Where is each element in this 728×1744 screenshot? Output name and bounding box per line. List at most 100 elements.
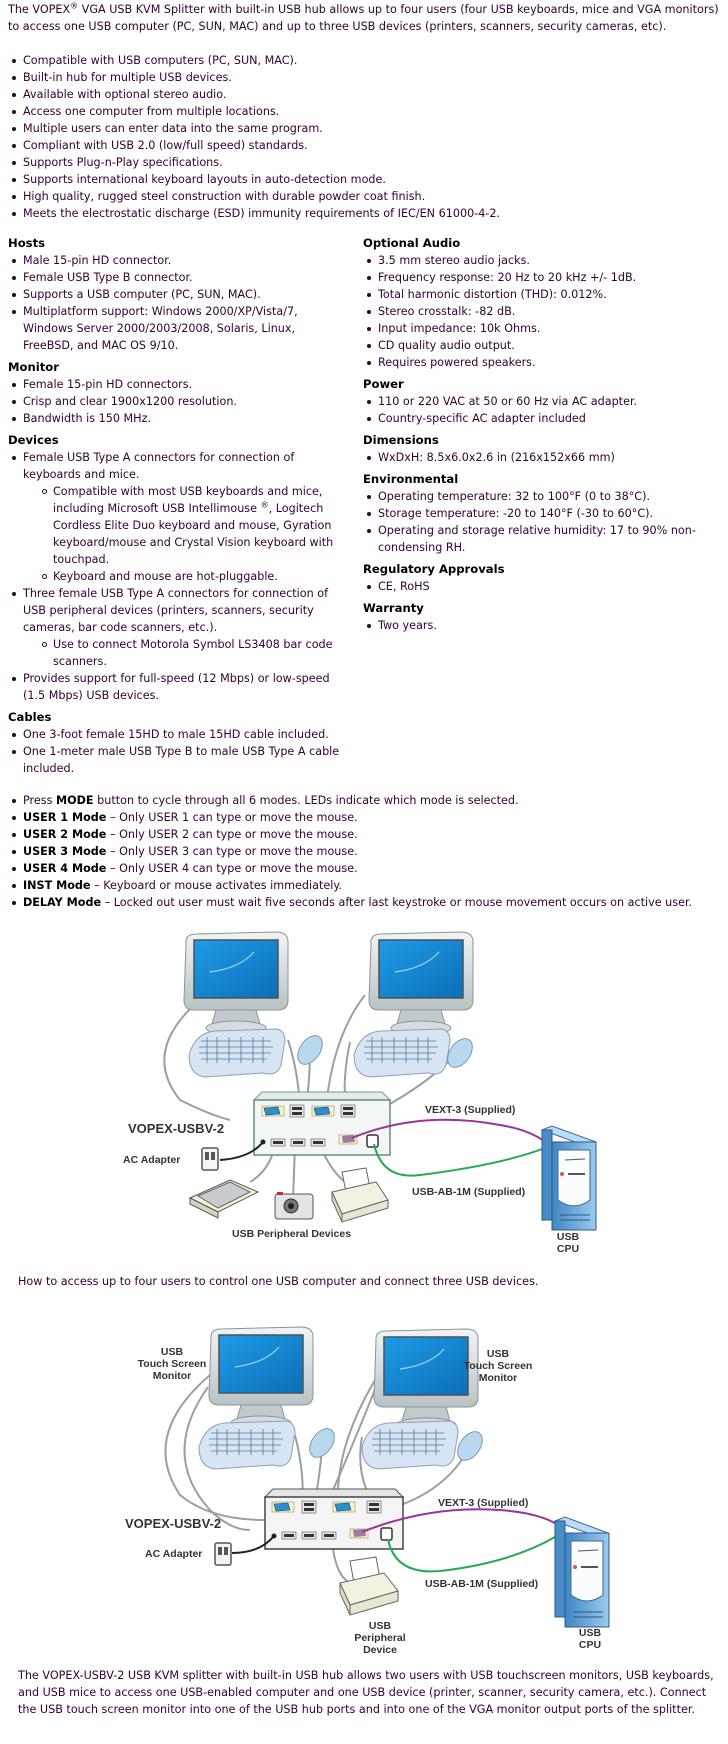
- spec-group-warranty: Warranty Two years.: [363, 600, 721, 634]
- registered-mark: ®: [70, 1, 79, 11]
- mode-name: INST Mode: [23, 879, 91, 892]
- spec-subitem: Keyboard and mouse are hot-pluggable.: [38, 568, 348, 585]
- spec-heading: Cables: [8, 710, 52, 724]
- spec-subitem-text: , Logitech Cordless Elite Duo keyboard a…: [53, 502, 334, 566]
- feature-item: Compatible with USB computers (PC, SUN, …: [8, 52, 720, 69]
- spec-heading: Hosts: [8, 236, 46, 250]
- ac-adapter-icon: [201, 1147, 219, 1171]
- spec-item: Three female USB Type A connectors for c…: [8, 585, 348, 670]
- spec-heading: Optional Audio: [363, 236, 461, 250]
- final-paragraph: The VOPEX-USBV-2 USB KVM splitter with b…: [18, 1669, 714, 1716]
- spec-item: CD quality audio output.: [363, 337, 721, 354]
- feature-item: Supports international keyboard layouts …: [8, 171, 720, 188]
- spec-item: 3.5 mm stereo audio jacks.: [363, 252, 721, 269]
- feature-item: High quality, rugged steel construction …: [8, 188, 720, 205]
- cpu-label-line2: CPU: [557, 1243, 579, 1255]
- spec-group-monitor: Monitor Female 15-pin HD connectors. Cri…: [8, 359, 348, 427]
- cpu-tower-icon: [540, 1125, 598, 1231]
- spec-item: Total harmonic distortion (THD): 0.012%.: [363, 286, 721, 303]
- feature-item: Compliant with USB 2.0 (low/full speed) …: [8, 137, 720, 154]
- monitor-right-label-line2: Touch Screen: [464, 1360, 533, 1372]
- spec-item-text: Three female USB Type A connectors for c…: [23, 587, 329, 634]
- mode-name: USER 4 Mode: [23, 862, 107, 875]
- spec-item: Supports a USB computer (PC, SUN, MAC).: [8, 286, 348, 303]
- intro-brand: The VOPEX: [8, 3, 71, 16]
- camera-icon: [274, 1192, 314, 1220]
- spec-item: Female USB Type A connectors for connect…: [8, 449, 348, 585]
- mode-intro-text: Press: [23, 794, 56, 807]
- scanner-icon: [188, 1179, 260, 1219]
- peripheral-label-line1: USB: [369, 1620, 392, 1632]
- feature-item: Supports Plug-n-Play specifications.: [8, 154, 720, 171]
- spec-item: Female 15-pin HD connectors.: [8, 376, 348, 393]
- usb-ab-cable: [373, 1143, 546, 1177]
- mode-item: USER 2 Mode – Only USER 2 can type or mo…: [8, 826, 720, 843]
- feature-item: Built-in hub for multiple USB devices.: [8, 69, 720, 86]
- spec-item: Two years.: [363, 617, 721, 634]
- mode-name: DELAY Mode: [23, 896, 102, 909]
- diagram-touchscreen: USB Touch Screen Monitor USB Touch Scree…: [125, 1326, 610, 1656]
- usb-ab-label: USB-AB-1M (Supplied): [425, 1578, 538, 1590]
- peripheral-label-line2: Peripheral: [354, 1632, 405, 1644]
- intro-paragraph: The VOPEX® VGA USB KVM Splitter with bui…: [8, 1, 720, 35]
- monitor-icon: [183, 931, 289, 1036]
- vext-cable: [361, 1508, 559, 1533]
- mode-item: USER 1 Mode – Only USER 1 can type or mo…: [8, 809, 720, 826]
- spec-group-devices: Devices Female USB Type A connectors for…: [8, 432, 348, 704]
- spec-item: Bandwidth is 150 MHz.: [8, 410, 348, 427]
- vext-label: VEXT-3 (Supplied): [438, 1497, 528, 1509]
- mode-button-name: MODE: [56, 794, 94, 807]
- intro-text: VGA USB KVM Splitter with built-in USB h…: [8, 3, 719, 33]
- spec-item: CE, RoHS: [363, 578, 721, 595]
- spec-item: Female USB Type B connector.: [8, 269, 348, 286]
- touch-monitor-icon: [208, 1326, 314, 1431]
- feature-list: Compatible with USB computers (PC, SUN, …: [8, 52, 720, 222]
- ac-adapter-label: AC Adapter: [145, 1548, 202, 1560]
- spec-subitem-text: Compatible with most USB keyboards and m…: [53, 485, 323, 515]
- mode-item: DELAY Mode – Locked out user must wait f…: [8, 894, 720, 911]
- spec-heading: Warranty: [363, 601, 424, 615]
- spec-item: Operating temperature: 32 to 100°F (0 to…: [363, 488, 721, 505]
- feature-item: Multiple users can enter data into the s…: [8, 120, 720, 137]
- spec-item: Requires powered speakers.: [363, 354, 721, 371]
- spec-item: Storage temperature: -20 to 140°F (-30 t…: [363, 505, 721, 522]
- spec-group-audio: Optional Audio 3.5 mm stereo audio jacks…: [363, 235, 721, 371]
- spec-subitem: Compatible with most USB keyboards and m…: [38, 483, 348, 568]
- spec-item-text: Female USB Type A connectors for connect…: [23, 451, 295, 481]
- spec-group-power: Power 110 or 220 VAC at 50 or 60 Hz via …: [363, 376, 721, 427]
- peripherals-label: USB Peripheral Devices: [232, 1228, 351, 1240]
- monitor-icon: [368, 931, 474, 1036]
- feature-item: Available with optional stereo audio.: [8, 86, 720, 103]
- cpu-label-line1: USB: [557, 1231, 580, 1243]
- spec-group-regulatory: Regulatory Approvals CE, RoHS: [363, 561, 721, 595]
- registered-mark: ®: [260, 500, 269, 510]
- spec-item: Crisp and clear 1900x1200 resolution.: [8, 393, 348, 410]
- spec-item: Input impedance: 10k Ohms.: [363, 320, 721, 337]
- spec-item: Male 15-pin HD connector.: [8, 252, 348, 269]
- specs-right-column: Optional Audio 3.5 mm stereo audio jacks…: [363, 235, 721, 639]
- usb-ab-cable: [387, 1536, 556, 1573]
- spec-item: Operating and storage relative humidity:…: [363, 522, 721, 556]
- mode-desc: – Only USER 2 can type or move the mouse…: [106, 828, 358, 841]
- diagram1-caption: How to access up to four users to contro…: [18, 1275, 539, 1288]
- spec-item: One 1-meter male USB Type B to male USB …: [8, 743, 348, 777]
- mouse-icon: [304, 1423, 340, 1463]
- feature-item: Access one computer from multiple locati…: [8, 103, 720, 120]
- spec-group-dimensions: Dimensions WxDxH: 8.5x6.0x2.6 in (216x15…: [363, 432, 721, 466]
- cpu-tower-icon: [553, 1516, 610, 1628]
- mode-name: USER 1 Mode: [23, 811, 107, 824]
- spec-item: Stereo crosstalk: -82 dB.: [363, 303, 721, 320]
- mode-desc: – Only USER 1 can type or move the mouse…: [106, 811, 358, 824]
- mode-desc: – Only USER 3 can type or move the mouse…: [106, 845, 358, 858]
- vext-cable: [351, 1118, 546, 1143]
- mode-desc: – Only USER 4 can type or move the mouse…: [106, 862, 358, 875]
- splitter-box-icon: [252, 1091, 392, 1156]
- splitter-box-icon: [263, 1488, 405, 1550]
- mode-list: Press MODE button to cycle through all 6…: [8, 792, 720, 911]
- usb-ab-label: USB-AB-1M (Supplied): [412, 1186, 525, 1198]
- cpu-label-line2: CPU: [579, 1639, 601, 1651]
- keyboard-icon: [188, 1028, 286, 1078]
- ac-adapter-icon: [214, 1542, 232, 1566]
- mode-intro-text: button to cycle through all 6 modes. LED…: [93, 794, 519, 807]
- mode-intro: Press MODE button to cycle through all 6…: [8, 792, 720, 809]
